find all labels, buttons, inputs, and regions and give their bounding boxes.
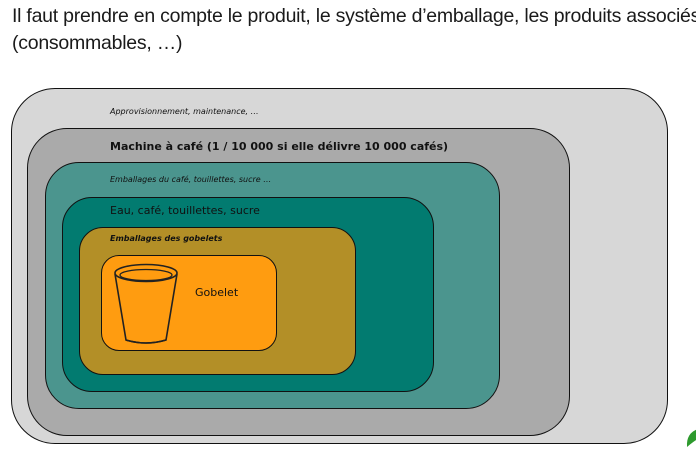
heading-line-2: (consommables, …) (12, 32, 183, 54)
label-consumables: Eau, café, touillettes, sucre (110, 204, 260, 217)
label-cup: Gobelet (195, 286, 239, 299)
leaf-icon (686, 429, 696, 447)
label-supply-maintenance: Approvisionnement, maintenance, … (110, 107, 259, 116)
heading-line-1: Il faut prendre en compte le produit, le… (12, 5, 696, 27)
label-coffee-machine: Machine à café (1 / 10 000 si elle déliv… (110, 140, 449, 153)
label-cup-packaging: Emballages des gobelets (110, 234, 223, 243)
page-heading: Il faut prendre en compte le produit, le… (12, 3, 696, 57)
cup-icon (114, 263, 178, 344)
label-consumables-packaging: Emballages du café, touillettes, sucre … (110, 175, 272, 184)
